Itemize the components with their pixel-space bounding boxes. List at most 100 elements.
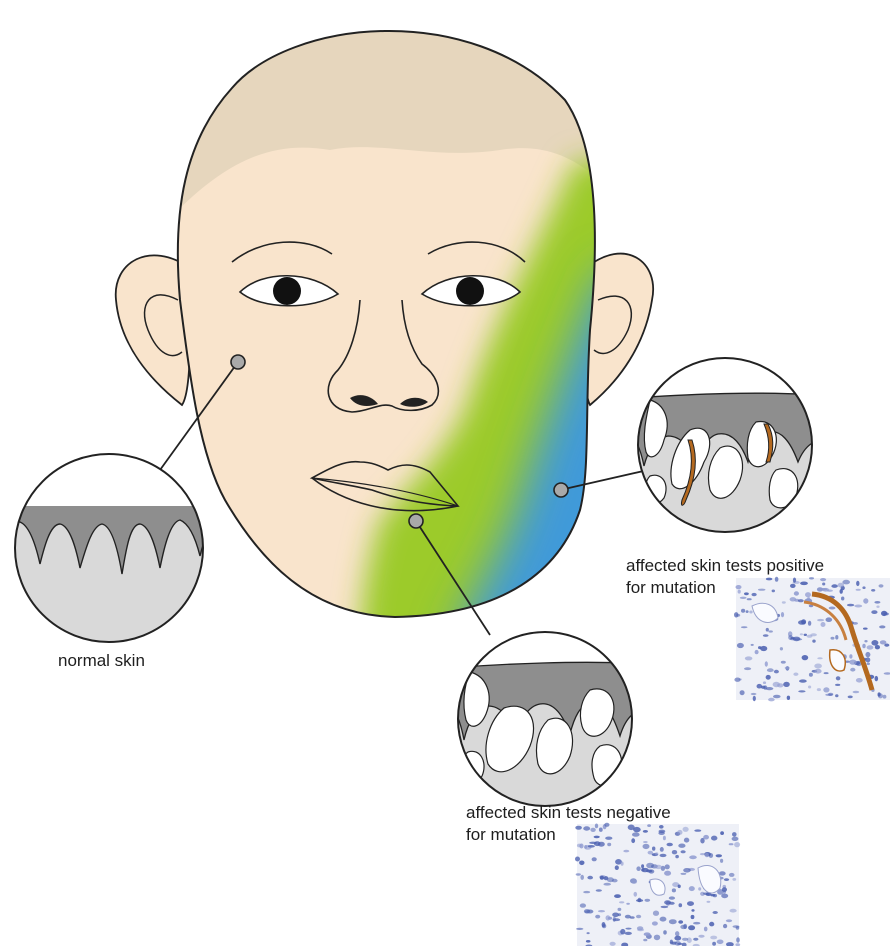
nucleus: [580, 875, 584, 880]
nucleus: [592, 857, 597, 861]
nucleus: [632, 880, 637, 884]
nucleus: [745, 656, 753, 660]
nucleus: [615, 865, 619, 870]
nucleus: [675, 855, 679, 858]
nucleus: [687, 901, 694, 906]
nucleus: [705, 853, 709, 857]
nucleus: [773, 695, 781, 699]
nucleus: [853, 691, 860, 694]
negative-skin-marker: [409, 514, 423, 528]
nucleus: [769, 630, 773, 632]
nucleus: [724, 878, 729, 881]
nucleus: [798, 599, 804, 602]
nucleus: [729, 873, 735, 877]
nucleus: [683, 868, 691, 873]
nucleus: [831, 637, 835, 640]
nucleus: [683, 827, 689, 832]
nucleus: [636, 866, 640, 871]
nucleus: [766, 628, 769, 632]
nucleus: [862, 586, 865, 589]
nucleus: [618, 908, 622, 911]
negative-skin-magnifier: [450, 620, 650, 820]
nucleus: [755, 650, 759, 654]
nucleus: [826, 617, 833, 622]
nucleus: [842, 580, 850, 585]
nucleus: [683, 924, 687, 929]
nucleus: [678, 844, 685, 848]
nucleus: [688, 925, 695, 930]
nucleus: [723, 924, 727, 928]
nucleus: [634, 892, 638, 897]
nucleus: [828, 693, 833, 696]
nucleus: [804, 634, 807, 636]
nucleus: [881, 611, 887, 616]
nucleus: [709, 922, 714, 927]
nucleus: [709, 853, 713, 858]
nucleus: [856, 678, 863, 683]
nucleus: [732, 832, 737, 837]
nucleus: [751, 644, 754, 646]
nucleus: [625, 928, 631, 930]
nucleus: [621, 862, 624, 866]
positive-skin-marker: [554, 483, 568, 497]
nucleus: [579, 861, 584, 866]
nucleus: [693, 922, 700, 925]
nucleus: [603, 883, 611, 886]
nucleus: [644, 932, 651, 936]
nucleus: [849, 654, 852, 658]
nucleus: [672, 850, 677, 854]
nucleus: [655, 865, 662, 869]
nucleus: [580, 903, 586, 907]
nucleus: [663, 930, 667, 934]
nucleus: [665, 864, 670, 869]
nucleus: [732, 878, 736, 881]
nucleus: [847, 604, 854, 607]
nucleus: [661, 906, 669, 908]
nucleus: [717, 940, 724, 945]
nucleus: [867, 645, 874, 649]
nucleus: [766, 675, 771, 680]
nucleus: [880, 640, 887, 644]
nucleus: [849, 660, 856, 665]
nucleus: [689, 855, 697, 859]
nucleus: [619, 901, 624, 903]
nucleus: [808, 621, 811, 626]
nucleus: [700, 838, 704, 844]
nucleus: [883, 695, 887, 699]
nucleus: [741, 626, 748, 628]
nucleus: [871, 610, 877, 614]
nucleus: [763, 681, 766, 684]
nucleus: [741, 609, 745, 613]
nucleus: [736, 926, 740, 930]
nucleus: [734, 842, 740, 847]
nucleus: [817, 657, 823, 659]
nucleus: [710, 936, 717, 940]
normal-skin-marker: [231, 355, 245, 369]
nucleus: [841, 597, 844, 601]
nucleus: [802, 655, 809, 660]
nucleus: [711, 836, 717, 841]
nucleus: [641, 864, 644, 868]
nucleus: [835, 694, 838, 697]
nucleus: [848, 696, 853, 699]
nucleus: [838, 583, 845, 588]
nucleus: [746, 610, 749, 613]
nucleus: [866, 657, 871, 662]
nucleus: [618, 913, 621, 916]
nucleus: [698, 935, 704, 938]
nucleus: [810, 633, 817, 636]
nucleus: [677, 830, 682, 835]
nucleus: [716, 854, 722, 857]
nucleus: [850, 668, 855, 672]
nucleus: [798, 690, 805, 692]
nucleus: [809, 673, 813, 677]
nucleus: [874, 601, 880, 604]
nucleus: [856, 589, 861, 591]
nucleus: [669, 896, 675, 899]
nucleus: [765, 661, 768, 666]
positive-label-line1: affected skin tests positive: [626, 555, 824, 577]
nucleus: [879, 625, 885, 628]
nucleus: [788, 635, 793, 640]
nucleus: [664, 900, 671, 904]
